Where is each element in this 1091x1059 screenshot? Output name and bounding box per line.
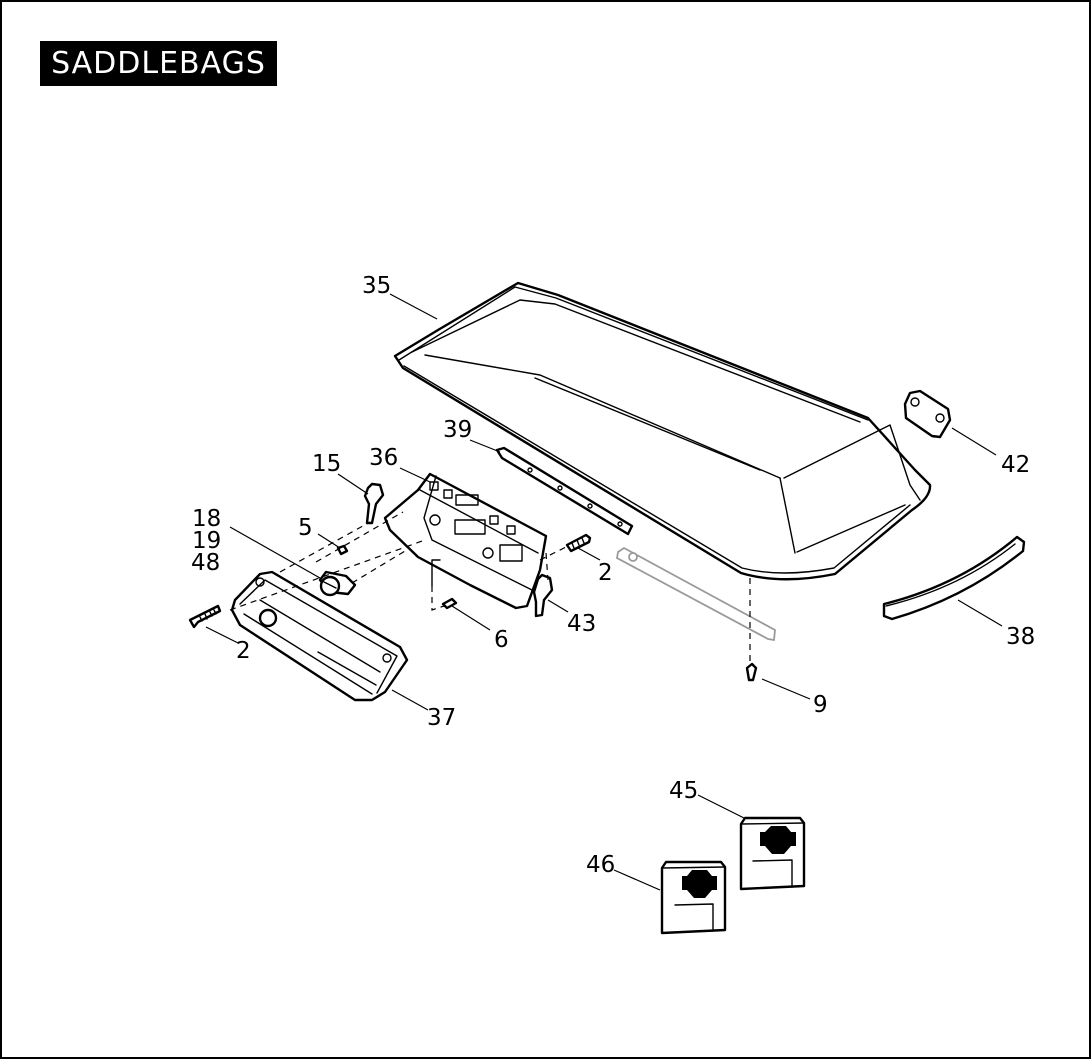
callout-42: 42	[1001, 452, 1030, 478]
screw-part-9	[745, 662, 758, 682]
callout-45: 45	[669, 778, 698, 804]
callout-37: 37	[427, 705, 456, 731]
leader-lines	[205, 293, 1003, 891]
callout-43: 43	[567, 611, 596, 637]
callout-46: 46	[586, 852, 615, 878]
hinge-strip-part-39	[495, 446, 634, 536]
assembly-dashes	[229, 511, 751, 664]
page-title: SADDLEBAGS	[40, 41, 277, 86]
callout-9: 9	[813, 692, 828, 718]
kit-box-part-45	[739, 816, 806, 891]
callout-19: 19	[192, 528, 221, 554]
kit-box-part-46	[660, 860, 727, 935]
strap-outline	[616, 546, 776, 642]
trim-strip-part-38	[882, 535, 1026, 621]
callout-labels: 35 39 36 15 18 19 48 5 2 2 43 6 37 42 38…	[191, 273, 1035, 878]
callout-18: 18	[192, 506, 221, 532]
callout-15: 15	[312, 451, 341, 477]
callout-2-left: 2	[236, 638, 251, 664]
callout-35: 35	[362, 273, 391, 299]
latch-hook-part-15	[363, 482, 385, 525]
callout-5: 5	[298, 515, 313, 541]
lock-cylinder-part-18	[318, 570, 357, 597]
screw-part-5	[336, 544, 349, 556]
latch-lever-part-43	[532, 573, 554, 618]
saddlebag-lid-part-35	[393, 281, 932, 581]
callout-48: 48	[191, 550, 220, 576]
callout-2-right: 2	[598, 560, 613, 586]
bolt-part-2-left	[188, 604, 222, 629]
screw-part-6	[441, 597, 458, 610]
latch-plate-part-36	[383, 472, 548, 610]
hinge-bracket-part-42	[903, 389, 952, 439]
bolt-part-2-right	[565, 533, 592, 553]
latch-cover-part-37	[230, 570, 409, 702]
callout-6: 6	[494, 627, 509, 653]
callout-38: 38	[1006, 624, 1035, 650]
callout-36: 36	[369, 445, 398, 471]
callout-39: 39	[443, 417, 472, 443]
